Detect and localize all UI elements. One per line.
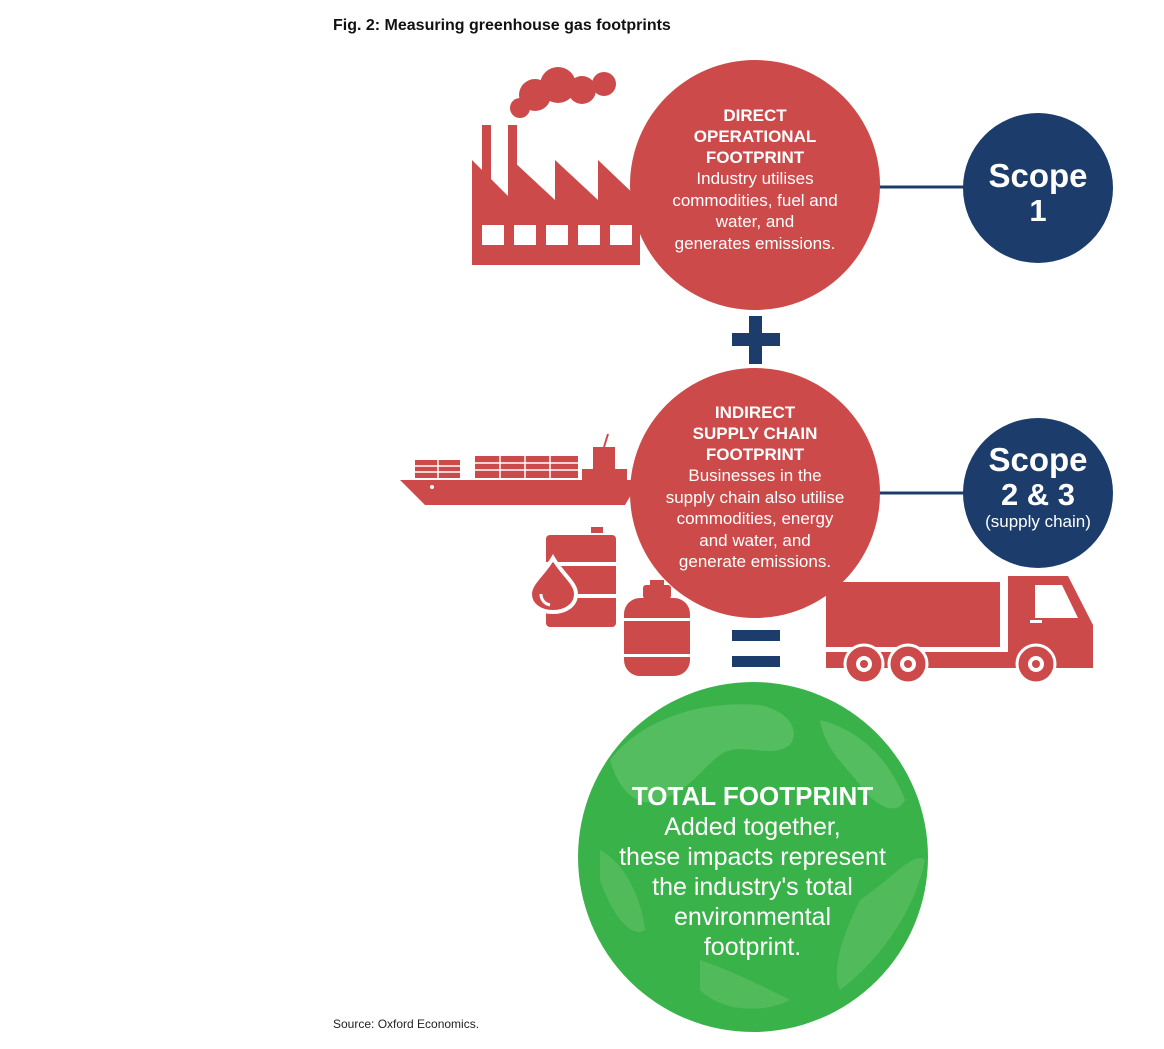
scope1-circle [963,113,1113,263]
scope23-circle [963,418,1113,568]
total-footprint-text: TOTAL FOOTPRINT Added together, these im… [585,780,920,962]
gas-cylinder-icon [624,580,690,676]
scope23-label: Scope 2 & 3 (supply chain) [963,442,1113,532]
source-note: Source: Oxford Economics. [333,1017,480,1031]
indirect-footprint-text: INDIRECT SUPPLY CHAIN FOOTPRINT Business… [640,402,870,573]
figure-title: Fig. 2: Measuring greenhouse gas footpri… [333,17,671,34]
truck-icon [826,576,1093,685]
globe-icon [578,682,928,1032]
direct-footprint-circle [630,60,880,310]
scope23-subtitle: (supply chain) [985,512,1091,531]
total-footprint-heading: TOTAL FOOTPRINT [631,781,874,811]
plus-icon [732,316,780,364]
scope1-number: 1 [1029,193,1047,228]
scope1-label: Scope 1 [963,158,1113,228]
smoke-icon [510,67,616,118]
indirect-footprint-circle [630,368,880,618]
indirect-footprint-heading: INDIRECT SUPPLY CHAIN FOOTPRINT [692,403,818,464]
direct-footprint-heading: DIRECT OPERATIONAL FOOTPRINT [693,106,817,167]
direct-footprint-description: Industry utilises commodities, fuel and … [672,169,838,253]
scope23-number: 2 & 3 [1000,477,1076,512]
scope1-title: Scope [988,157,1088,194]
ship-icon [400,433,640,505]
total-footprint-description: Added together, these impacts represent … [619,813,886,961]
oil-drop-icon [527,554,579,615]
direct-footprint-text: DIRECT OPERATIONAL FOOTPRINT Industry ut… [640,105,870,254]
factory-icon [472,125,640,265]
equals-icon [732,630,780,667]
scope23-title: Scope [988,441,1088,478]
indirect-footprint-description: Businesses in the supply chain also util… [665,466,845,571]
